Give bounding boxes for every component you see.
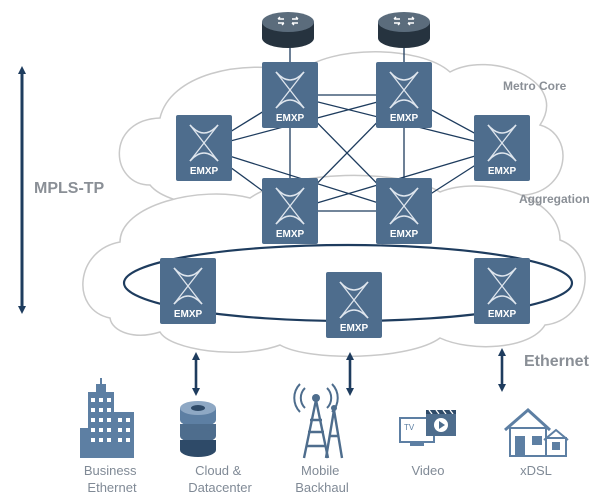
svg-text:TV: TV — [404, 423, 415, 432]
svg-text:EMXP: EMXP — [190, 166, 219, 177]
svg-text:EMXP: EMXP — [488, 166, 517, 177]
cell-tower-icon — [293, 383, 344, 459]
emxp-switch: EMXP — [261, 61, 319, 129]
emxp-switch: EMXP — [473, 257, 531, 325]
emxp-switch: EMXP — [159, 257, 217, 325]
svg-text:EMXP: EMXP — [174, 309, 203, 320]
mpls-tp-label: MPLS-TP — [34, 180, 105, 197]
caption-business: Business Ethernet — [84, 463, 140, 495]
svg-text:EMXP: EMXP — [390, 113, 419, 124]
video-icon: TV — [399, 409, 456, 446]
emxp-switch: EMXP — [473, 114, 531, 182]
svg-text:EMXP: EMXP — [276, 113, 305, 124]
router-icon — [261, 11, 315, 49]
aggregation-label: Aggregation — [519, 192, 590, 206]
caption-cloud: Cloud & Datacenter — [188, 463, 252, 495]
svg-text:EMXP: EMXP — [390, 229, 419, 240]
svg-text:EMXP: EMXP — [276, 229, 305, 240]
router-icon — [377, 11, 431, 49]
house-icon — [504, 407, 569, 457]
ethernet-label: Ethernet — [524, 353, 590, 370]
emxp-switch: EMXP — [261, 177, 319, 245]
building-icon — [80, 378, 134, 458]
svg-text:EMXP: EMXP — [488, 309, 517, 320]
svg-text:EMXP: EMXP — [340, 323, 369, 334]
database-icon — [180, 401, 216, 457]
caption-mobile: Mobile Backhaul — [295, 463, 349, 495]
caption-xdsl: xDSL — [520, 463, 552, 478]
emxp-switch: EMXP — [325, 271, 383, 339]
emxp-switch: EMXP — [375, 177, 433, 245]
caption-video: Video — [411, 463, 444, 478]
metro-core-label: Metro Core — [503, 79, 567, 93]
emxp-switch: EMXP — [375, 61, 433, 129]
emxp-switch: EMXP — [175, 114, 233, 182]
